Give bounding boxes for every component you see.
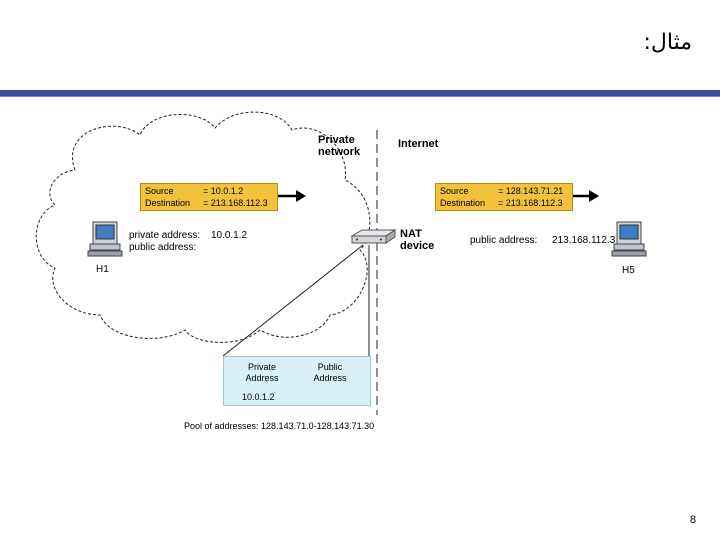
- slide-title: مثال:: [643, 30, 692, 55]
- nat-translation-table: Private Address Public Address 10.0.1.2: [223, 356, 371, 406]
- title-rule: [0, 90, 720, 97]
- nat-device-label: NAT device: [400, 228, 435, 252]
- nat-router-icon: [350, 229, 397, 244]
- packet-public-box: Source= 128.143.71.21 Destination= 213.1…: [435, 183, 573, 211]
- computer-h1-icon: [87, 221, 123, 257]
- computer-h5-icon: [611, 221, 647, 257]
- packet-private-box: Source= 10.0.1.2 Destination= 213.168.11…: [140, 183, 278, 211]
- h1-public-address-label: public address:: [129, 242, 197, 253]
- h5-label: H5: [622, 265, 635, 276]
- internet-label: Internet: [398, 138, 439, 150]
- private-network-cloud: [35, 111, 371, 343]
- table-header-public: Public Address: [313, 362, 347, 383]
- nat-table-connector-left: [222, 244, 364, 357]
- page-number: 8: [689, 514, 696, 526]
- arrow-right-icon: [296, 190, 306, 202]
- arrow-right-icon: [589, 190, 599, 202]
- table-header-private: Private Address: [245, 362, 279, 383]
- h1-private-address: private address: 10.0.1.2: [129, 230, 248, 241]
- h1-label: H1: [96, 264, 109, 275]
- h5-public-address: public address: 213.168.112.3: [470, 235, 616, 246]
- private-network-label: Private network: [318, 134, 361, 158]
- table-cell-private: 10.0.1.2: [242, 392, 275, 402]
- address-pool-label: Pool of addresses: 128.143.71.0-128.143.…: [184, 421, 375, 431]
